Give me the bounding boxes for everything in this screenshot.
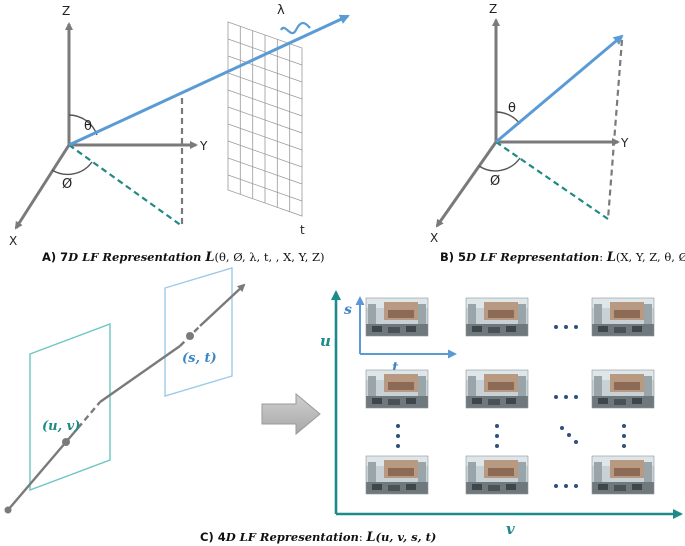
panel-b-y-label: Y <box>620 136 629 150</box>
panel-a-theta-label: θ <box>84 119 92 134</box>
panel-c-st-label: (s, t) <box>182 351 217 366</box>
thumbnail-image <box>591 297 655 337</box>
panel-b-caption: B) 5D LF Representation: L(X, Y, Z, θ, Ø… <box>440 250 685 265</box>
panel-a-lambda-label: λ <box>277 3 285 18</box>
panel-c-st-intersection <box>186 332 194 340</box>
panel-a-x-label: X <box>9 234 17 248</box>
panel-b-x-label: X <box>430 231 438 245</box>
panel-c-caption: C) 4D LF Representation: L(u, v, s, t) <box>200 530 436 545</box>
panel-b-phi-arc <box>478 157 521 172</box>
panel-c-t-axis-label: t <box>392 360 399 376</box>
panel-c-ray-end <box>199 283 246 327</box>
panel-a-projection-line <box>68 144 183 227</box>
panel-a-theta-arc <box>68 114 98 136</box>
panel-a-caption: A) 7D LF Representation L(θ, Ø, λ, t, , … <box>42 250 325 265</box>
panel-c-transform-arrow <box>261 392 321 436</box>
panel-b: Z Y X θ Ø B) 5D LF Representation: L(X, … <box>430 2 685 265</box>
panel-b-z-label: Z <box>489 2 497 16</box>
panel-c-uv-plane <box>29 322 111 492</box>
panel-a-phi-label: Ø <box>62 177 72 192</box>
panel-a-t-label: t <box>300 223 305 237</box>
panel-b-projection-line <box>495 141 609 220</box>
thumbnail-image <box>465 297 529 337</box>
panel-c-ray-start <box>7 441 67 511</box>
panel-c-uv-label: (u, v) <box>42 419 80 434</box>
panel-b-light-ray <box>495 34 624 144</box>
thumbnail-image <box>465 455 529 495</box>
panel-c-thumbnail-grid <box>365 297 655 495</box>
panel-c-uv-intersection <box>62 438 70 446</box>
panel-b-theta-label: θ <box>508 101 516 116</box>
panel-a: Z Y X θ Ø λ t A) 7D LF Representation L(… <box>9 3 350 265</box>
panel-b-vertical-drop <box>606 39 624 220</box>
panel-c-u-axis-label: u <box>320 332 331 350</box>
thumbnail-image <box>365 297 429 337</box>
panel-b-x-axis <box>435 141 498 228</box>
panel-c-ray-mid2 <box>99 345 181 403</box>
panel-b-phi-label: Ø <box>490 174 500 189</box>
panel-c-ray-origin <box>4 506 12 514</box>
panel-c: (u, v) (s, t) u v s t <box>4 267 683 545</box>
panel-c-ray-dashed <box>77 401 101 429</box>
panel-a-light-ray <box>68 14 350 147</box>
panel-a-z-label: Z <box>62 4 70 18</box>
panel-a-wave-icon <box>280 21 311 35</box>
panel-c-st-plane <box>164 267 233 397</box>
panel-a-grid-plane <box>227 21 303 217</box>
panel-a-x-axis <box>14 144 71 230</box>
thumbnail-image <box>365 455 429 495</box>
panel-c-s-axis-label: s <box>344 302 352 318</box>
panel-c-ellipsis-dots <box>396 325 626 488</box>
panel-a-y-label: Y <box>199 139 208 153</box>
panel-c-v-axis-label: v <box>506 520 515 538</box>
thumbnail-image <box>591 369 655 409</box>
panel-a-phi-arc <box>51 161 93 176</box>
thumbnail-image <box>365 369 429 409</box>
thumbnail-image <box>465 369 529 409</box>
thumbnail-image <box>591 455 655 495</box>
